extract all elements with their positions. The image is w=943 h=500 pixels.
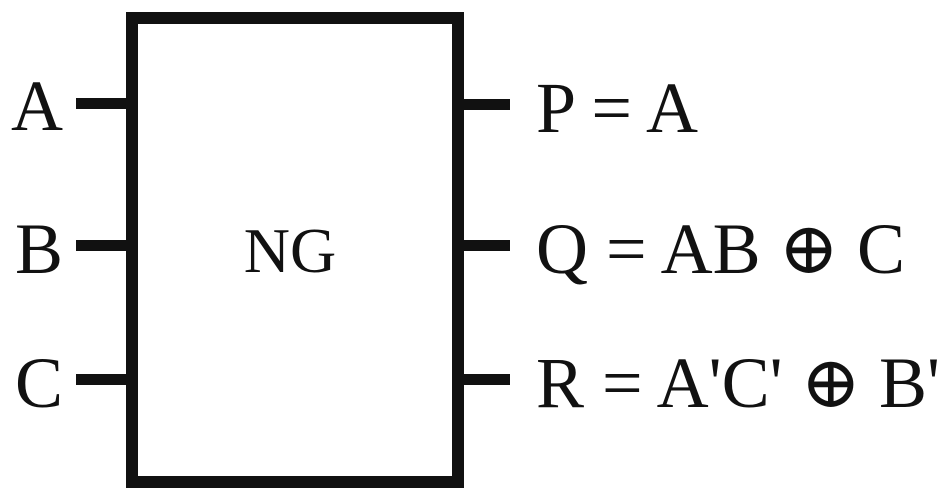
output-label-r: R = A'C' ⊕ B'	[536, 343, 940, 423]
gate-block: NG	[126, 12, 464, 488]
input-pin-c	[76, 374, 132, 385]
output-label-p: P = A	[536, 68, 698, 148]
output-pin-p	[458, 99, 510, 110]
gate-name: NG	[243, 215, 337, 286]
output-pin-q	[458, 240, 510, 251]
output-pin-r	[458, 374, 510, 385]
input-pin-a	[76, 98, 132, 109]
input-pin-b	[76, 240, 132, 251]
output-label-q: Q = AB ⊕ C	[536, 209, 905, 289]
input-label-a: A	[11, 66, 63, 146]
input-label-b: B	[14, 209, 64, 289]
input-label-c: C	[14, 343, 64, 423]
